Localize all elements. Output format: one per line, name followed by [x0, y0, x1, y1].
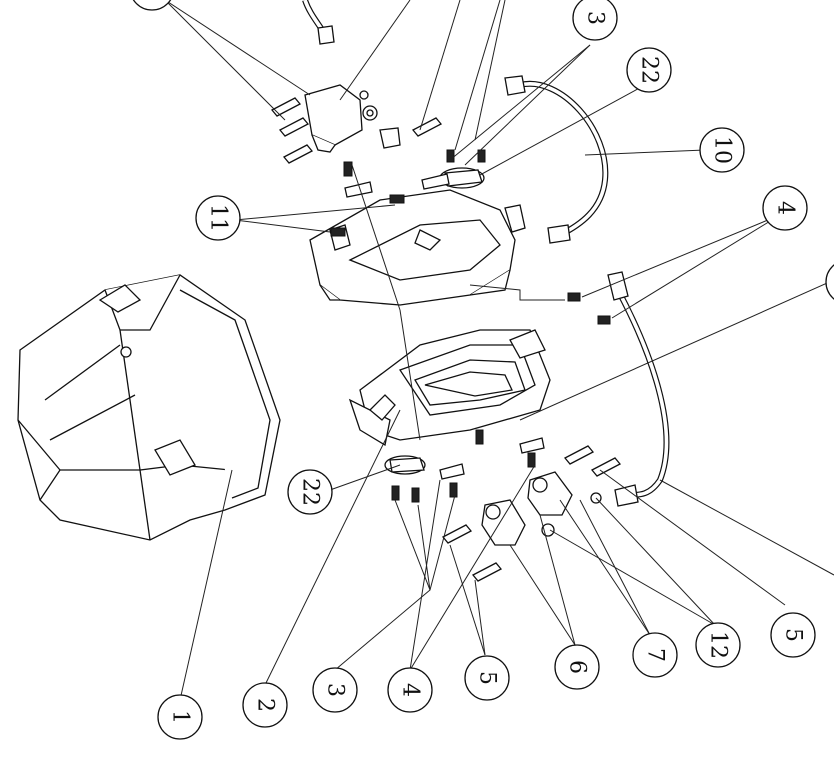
callout-22-upper-label: 22	[637, 56, 662, 84]
connector-bundle-top	[304, 84, 401, 153]
thermostat-upper	[439, 167, 485, 189]
callout-10: 10	[699, 127, 745, 173]
callout-1: 1	[157, 694, 203, 740]
callout-6-label: 6	[565, 660, 590, 674]
callout-11: 11	[195, 195, 241, 241]
leader-lines	[164, 0, 834, 701]
callout-22-upper: 22	[626, 47, 672, 93]
hose-lower	[607, 271, 670, 507]
clips-lower	[441, 445, 622, 582]
hose-top-stub	[302, 0, 335, 45]
callout-7-label: 7	[643, 648, 668, 662]
gaskets	[344, 173, 545, 480]
callout-10-label: 10	[710, 136, 735, 164]
thermostat-lower	[384, 455, 426, 475]
callout-1-label: 1	[168, 710, 193, 724]
callout-3-upper-label: 3	[583, 11, 608, 25]
callout-5-right: 5	[770, 612, 816, 658]
callout-3-lower-label: 3	[323, 683, 348, 697]
callout-6: 6	[554, 644, 600, 690]
heater-plate-lower	[348, 329, 551, 447]
callout-22-lower-label: 22	[298, 478, 323, 506]
callout-12: 12	[695, 622, 741, 668]
callout-7: 7	[632, 632, 678, 678]
callout-3-lower: 3	[312, 667, 358, 713]
hose-upper	[504, 75, 609, 244]
callout-11-label: 11	[206, 204, 231, 232]
callout-2: 2	[242, 682, 288, 728]
housing-box	[17, 274, 281, 541]
callout-22-lower: 22	[287, 469, 333, 515]
callout-partial-top-left	[132, 0, 172, 11]
callout-5-right-label: 5	[781, 628, 806, 642]
callout-4-upper-label: 4	[773, 201, 798, 215]
callout-partial-right	[825, 264, 834, 300]
callout-4-lower-label: 4	[398, 683, 423, 697]
callout-4-lower: 4	[387, 667, 433, 713]
callout-5-lower: 5	[464, 655, 510, 701]
callout-4-upper: 4	[762, 185, 808, 231]
callout-2-label: 2	[253, 698, 278, 712]
callout-12-label: 12	[706, 631, 731, 659]
callout-5-lower-label: 5	[475, 671, 500, 685]
clips-upper	[270, 97, 443, 164]
callout-3-upper: 3	[572, 0, 618, 41]
